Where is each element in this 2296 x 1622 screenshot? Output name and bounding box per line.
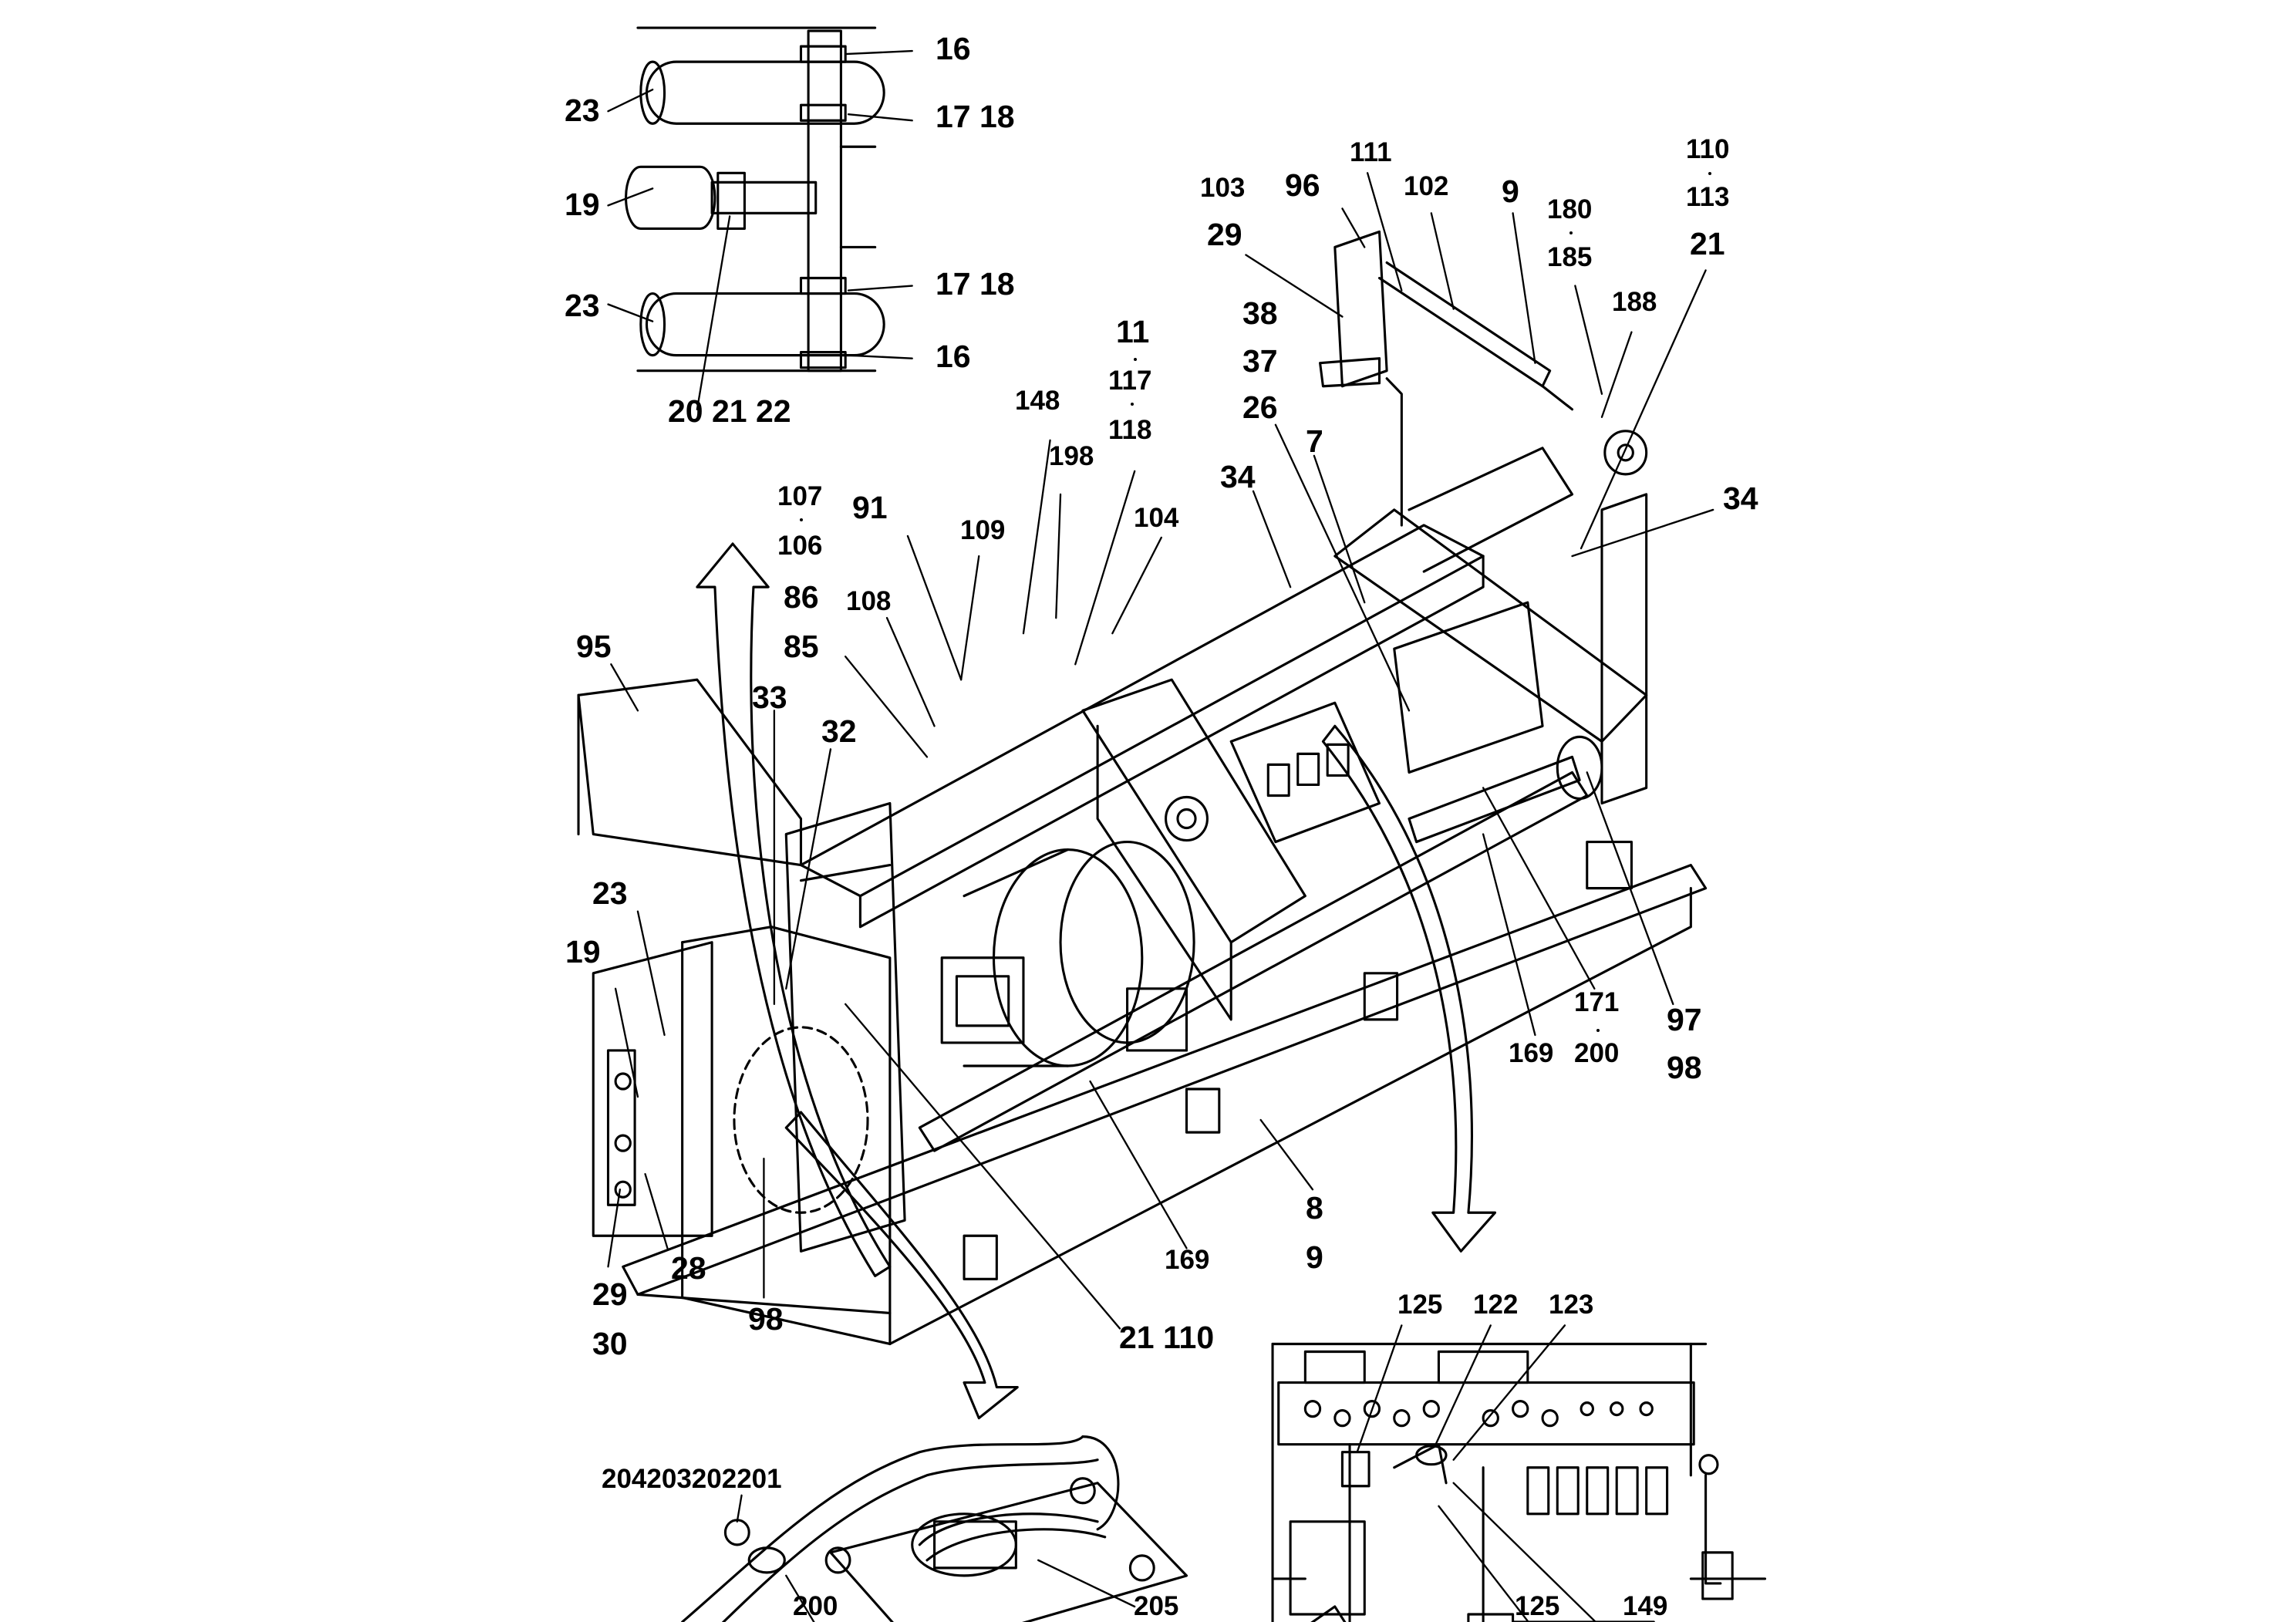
callout-96: 96	[1285, 167, 1320, 203]
callout-34-center: 34	[1220, 459, 1256, 494]
dot-separator	[800, 518, 803, 521]
callout-11: 11	[1116, 314, 1150, 349]
callout-9-lower: 9	[1306, 1239, 1323, 1275]
callout-109: 109	[960, 515, 1006, 545]
callout-185: 185	[1547, 242, 1593, 272]
valve-detail	[1271, 1342, 1767, 1622]
callout-91: 91	[852, 490, 888, 525]
callout-7: 7	[1306, 423, 1323, 459]
callout-110-upper: 110	[1686, 134, 1730, 164]
callout-149: 149	[1623, 1591, 1668, 1621]
callout-21-upper: 21	[1690, 226, 1725, 261]
callout-104: 104	[1134, 503, 1179, 533]
callout-32: 32	[821, 713, 857, 749]
callout-106: 106	[777, 531, 823, 561]
callout-23-main: 23	[592, 875, 628, 911]
callout-26: 26	[1242, 389, 1278, 425]
callout-29-upper: 29	[1207, 217, 1242, 252]
callout-198: 198	[1049, 441, 1094, 471]
callout-20-21-22: 20 21 22	[668, 393, 791, 429]
callout-122: 122	[1473, 1290, 1519, 1320]
callout-117: 117	[1108, 366, 1152, 396]
callout-107: 107	[777, 481, 823, 511]
callout-23-lower: 23	[565, 288, 600, 323]
callout-85: 85	[784, 629, 819, 664]
callout-98-left: 98	[748, 1301, 784, 1337]
flow-arrows	[696, 542, 1497, 1420]
callout-97: 97	[1667, 1002, 1702, 1037]
callout-125-upper: 125	[1397, 1290, 1443, 1320]
callout-9-upper: 9	[1502, 174, 1519, 209]
callout-169-center: 169	[1165, 1245, 1210, 1275]
dot-separator	[1596, 1029, 1600, 1032]
cable-detail	[681, 1435, 1188, 1622]
callout-33: 33	[752, 679, 787, 715]
dot-separator	[1569, 231, 1573, 234]
callout-17-18-upper: 17 18	[936, 99, 1015, 134]
dot-separator	[1131, 403, 1134, 406]
callout-148: 148	[1015, 386, 1060, 416]
callout-204-203-202-201: 204203202201	[602, 1464, 782, 1494]
callout-188: 188	[1612, 287, 1657, 317]
callout-28: 28	[671, 1250, 706, 1286]
callout-23-upper: 23	[565, 93, 600, 128]
callout-113: 113	[1686, 182, 1730, 212]
callout-108: 108	[846, 586, 892, 616]
cable-leaders	[736, 1494, 1136, 1622]
main-leaders	[607, 172, 1714, 1330]
callout-30: 30	[592, 1326, 628, 1361]
callout-169-right: 169	[1509, 1038, 1554, 1068]
callout-86: 86	[784, 579, 819, 615]
callout-200-main: 200	[1574, 1038, 1620, 1068]
callout-17-18-lower: 17 18	[936, 266, 1015, 302]
callout-19-main: 19	[565, 934, 601, 969]
callout-103: 103	[1200, 173, 1246, 203]
callout-111: 111	[1350, 137, 1392, 167]
callout-118: 118	[1108, 415, 1152, 445]
callout-37: 37	[1242, 343, 1278, 379]
callout-180: 180	[1547, 194, 1593, 224]
callout-34-right: 34	[1723, 481, 1758, 516]
callout-19-upper: 19	[565, 187, 600, 222]
callout-29-main: 29	[592, 1276, 628, 1312]
dot-separator	[1708, 172, 1711, 175]
callout-95: 95	[576, 629, 612, 664]
callout-21-110: 21 110	[1119, 1320, 1215, 1355]
main-frame	[577, 230, 1708, 1346]
valve-leaders	[1356, 1324, 1597, 1622]
callout-98-right: 98	[1667, 1050, 1702, 1085]
callout-102: 102	[1404, 171, 1449, 201]
callout-38: 38	[1242, 295, 1278, 331]
callout-16-lower: 16	[936, 339, 971, 374]
dot-separator	[1134, 358, 1137, 361]
callout-205: 205	[1134, 1591, 1179, 1621]
callout-123: 123	[1549, 1290, 1594, 1320]
callout-8: 8	[1306, 1190, 1323, 1226]
callout-200-detail: 200	[793, 1591, 838, 1621]
top-detail-leaders	[607, 49, 913, 410]
callout-125-lower: 125	[1515, 1591, 1560, 1621]
top-detail-rollers	[625, 26, 885, 373]
callout-171: 171	[1574, 987, 1620, 1017]
callout-16-upper: 16	[936, 31, 971, 66]
